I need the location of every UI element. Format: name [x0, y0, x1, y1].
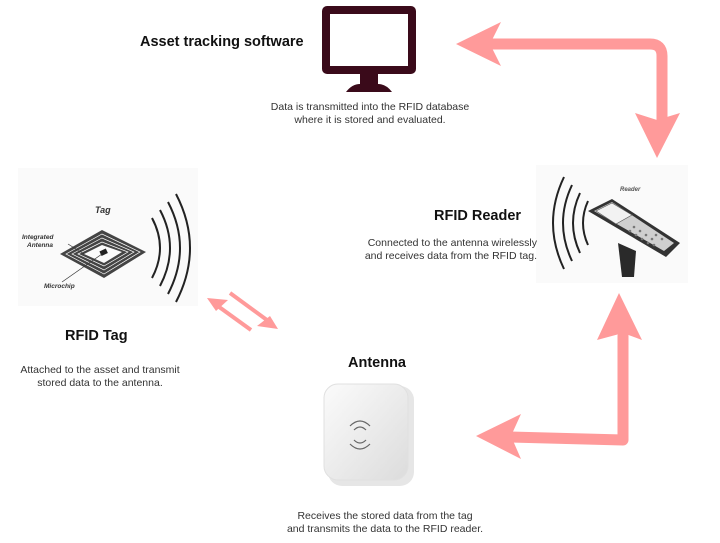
antenna-description-line: and transmits the data to the RFID reade… [286, 523, 484, 535]
rfid-tag-icon: Tag Integrated Antenna Microchip [22, 193, 191, 303]
microchip-label: Microchip [44, 283, 75, 290]
reader-description: Connected to the antenna wirelessly and … [341, 237, 537, 263]
reader-description-line: Connected to the antenna wirelessly [367, 237, 537, 249]
software-description-line: where it is stored and evaluated. [294, 114, 446, 126]
arrow-reader-antenna [476, 293, 642, 459]
arrowhead-to-reader-up [597, 293, 642, 340]
tag-description-line: stored data to the antenna. [37, 377, 163, 389]
reader-title: RFID Reader [434, 208, 522, 224]
antenna-panel-icon [323, 383, 414, 486]
tag-title: RFID Tag [65, 328, 128, 344]
antenna-title: Antenna [348, 355, 406, 371]
tag-description: Attached to the asset and transmit store… [0, 364, 200, 390]
arrow-software-reader [456, 22, 680, 158]
arrowhead-to-antenna [476, 414, 521, 459]
antenna-image [320, 382, 420, 492]
software-description: Data is transmitted into the RFID databa… [240, 101, 500, 127]
antenna-label-line: Antenna [26, 242, 53, 249]
tag-description-line: Attached to the asset and transmit [20, 364, 180, 376]
arrowhead-to-tag-small [207, 298, 228, 311]
integrated-label-line: Integrated [22, 234, 54, 241]
software-description-line: Data is transmitted into the RFID databa… [270, 101, 470, 113]
arrowhead-to-antenna-small [257, 316, 278, 329]
reader-description-line: and receives data from the RFID tag. [364, 250, 537, 262]
reader-image: Reader [536, 165, 688, 283]
software-title: Asset tracking software [140, 34, 304, 50]
tag-image-label: Tag [95, 205, 111, 215]
tag-image: Tag Integrated Antenna Microchip [18, 168, 198, 306]
reader-image-label: Reader [620, 187, 641, 193]
antenna-description: Receives the stored data from the tag an… [250, 510, 520, 536]
handheld-reader-icon: Reader [552, 176, 680, 277]
arrowhead-to-reader [635, 113, 680, 158]
arrow-tag-antenna [207, 291, 278, 332]
antenna-description-line: Receives the stored data from the tag [297, 510, 473, 522]
arrowhead-to-software [456, 22, 501, 66]
